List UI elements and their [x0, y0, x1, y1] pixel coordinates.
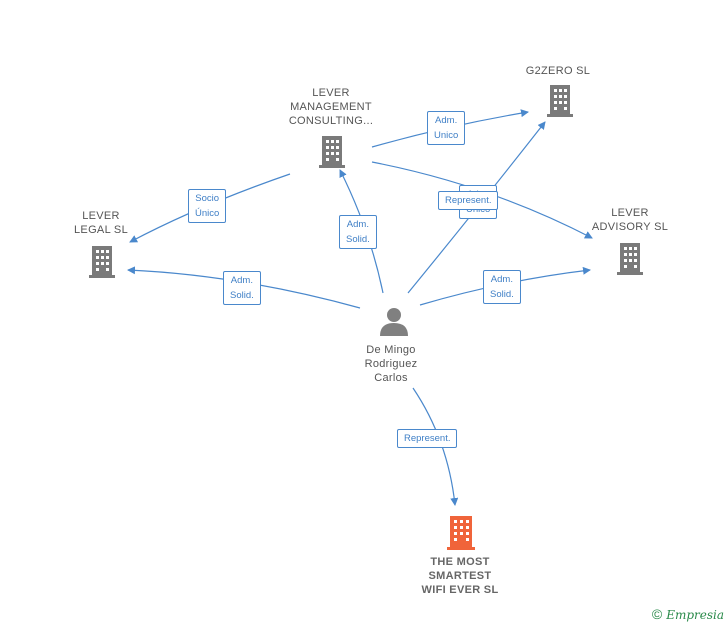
- edge-label-mgmt-to-advisory-b: Represent.: [438, 191, 499, 210]
- label-line: Adm.: [490, 274, 513, 285]
- label-line: Adm.: [435, 115, 458, 126]
- label-line: Rodriguez: [364, 358, 418, 370]
- label-line: Represent.: [404, 433, 451, 444]
- label-line: LEVER: [611, 207, 649, 219]
- edge-label-person-to-main: Represent.: [397, 429, 458, 448]
- edge-label-person-to-mgmt: Adm. Solid.: [339, 215, 377, 249]
- label-line: Único: [195, 208, 220, 219]
- label-line: SMARTEST: [428, 570, 492, 582]
- node-label-lever-legal[interactable]: LEVER LEGAL SL: [56, 209, 146, 237]
- copyright-icon: ©: [651, 606, 663, 622]
- label-line: ADVISORY SL: [591, 221, 669, 233]
- label-line: Represent.: [445, 195, 492, 206]
- label-line: Solid.: [490, 289, 514, 300]
- label-line: G2ZERO SL: [525, 65, 591, 77]
- label-line: LEVER: [312, 87, 350, 99]
- edge-label-person-to-advisory: Adm. Solid.: [483, 270, 521, 304]
- label-line: Solid.: [346, 234, 370, 245]
- edge-label-mgmt-to-g2zero: Adm. Unico: [427, 111, 466, 145]
- label-line: MANAGEMENT: [290, 101, 372, 113]
- building-icon-main-company[interactable]: [447, 516, 475, 550]
- label-line: Carlos: [374, 372, 408, 384]
- building-icon-lever-legal[interactable]: [89, 246, 115, 278]
- building-icon-lever-advisory[interactable]: [617, 243, 643, 275]
- person-icon[interactable]: [380, 308, 408, 336]
- label-line: CONSULTING...: [288, 115, 374, 127]
- label-line: Adm.: [230, 275, 253, 286]
- label-line: Adm.: [346, 219, 369, 230]
- label-line: Unico: [434, 130, 459, 141]
- building-icon-lever-management[interactable]: [319, 136, 345, 168]
- label-line: WIFI EVER SL: [421, 584, 499, 596]
- label-line: De Mingo: [366, 344, 416, 356]
- label-line: THE MOST: [430, 556, 490, 568]
- node-label-g2zero[interactable]: G2ZERO SL: [508, 64, 608, 78]
- label-line: Socio: [195, 193, 220, 204]
- brand-name: Empresia: [666, 608, 724, 622]
- edge-label-person-to-legal: Adm. Solid.: [223, 271, 261, 305]
- building-icon-g2zero[interactable]: [547, 85, 573, 117]
- label-line: LEGAL SL: [74, 224, 128, 236]
- label-line: Solid.: [230, 290, 254, 301]
- node-label-lever-advisory[interactable]: LEVER ADVISORY SL: [578, 206, 682, 234]
- node-label-main-company[interactable]: THE MOST SMARTEST WIFI EVER SL: [400, 555, 520, 597]
- footer-brand[interactable]: ©Empresia: [652, 606, 724, 622]
- node-label-lever-management[interactable]: LEVER MANAGEMENT CONSULTING...: [276, 86, 386, 128]
- label-line: LEVER: [82, 210, 120, 222]
